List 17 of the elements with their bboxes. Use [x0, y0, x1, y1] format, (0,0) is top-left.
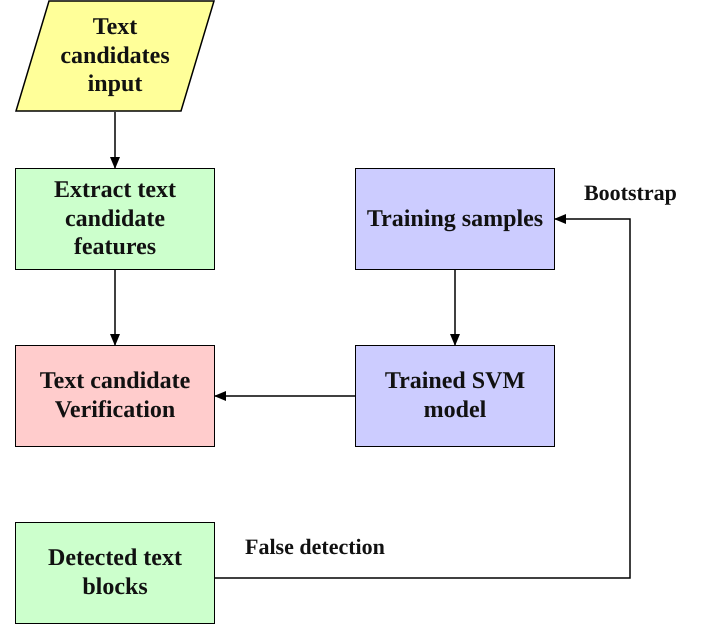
process-box	[355, 168, 555, 270]
node-text: Text candidates input	[59, 12, 171, 100]
arrow	[110, 270, 120, 346]
node-text: Training samples	[366, 204, 544, 234]
node-text: Extract text candidate features	[53, 176, 177, 262]
process-box	[15, 168, 215, 270]
arrow	[450, 270, 460, 346]
arrow	[214, 391, 355, 401]
arrow	[110, 112, 120, 169]
node-text: Detected text blocks	[47, 544, 183, 602]
process-box	[355, 345, 555, 447]
node-text: Text candidate Verification	[38, 367, 192, 425]
process-box	[15, 522, 215, 624]
arrow	[215, 214, 631, 579]
input-parallelogram	[15, 0, 215, 112]
process-box	[15, 345, 215, 447]
node-text: Trained SVM model	[384, 367, 526, 425]
